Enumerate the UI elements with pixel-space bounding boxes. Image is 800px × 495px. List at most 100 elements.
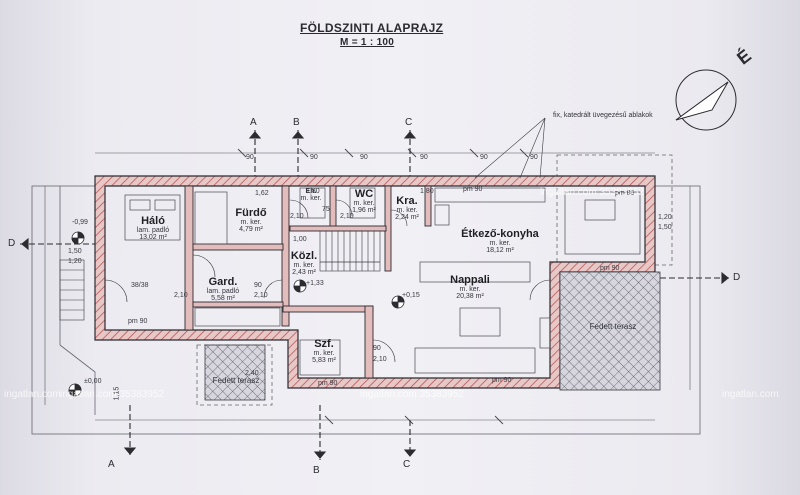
dim-label: 1,50 xyxy=(658,224,672,231)
door-swings xyxy=(104,199,551,363)
watermark: ingatlan.com xyxy=(722,389,779,400)
room-area: 13,02 m² xyxy=(139,234,167,241)
furniture xyxy=(124,187,641,376)
room-area: 1,96 m² xyxy=(352,207,376,214)
dim-label: 1,20 xyxy=(68,258,82,265)
dim-label: 2,10 xyxy=(290,213,304,220)
dimension-ticks xyxy=(237,148,529,425)
section-marker-d: D xyxy=(8,238,16,249)
dim-label: +1,33 xyxy=(306,280,324,287)
room-kozlekedo: Közl. m. ker. 2,43 m² xyxy=(285,250,323,276)
room-name: Nappali xyxy=(450,274,490,286)
room-fedett-terasz-right: Fedett terasz xyxy=(588,322,638,331)
watermark: ingatlan.com 35383952 xyxy=(60,389,164,400)
interior-walls xyxy=(184,185,432,379)
room-name: Szf. xyxy=(314,338,334,350)
room-gardrob: Gard. lam. padló 5,58 m² xyxy=(198,276,248,302)
dim-label: pm 90 xyxy=(463,186,483,193)
room-name: WC xyxy=(354,188,374,200)
room-floor: m. ker. xyxy=(353,200,375,207)
dim-label: 38/38 xyxy=(131,282,149,289)
dim-label: 90 xyxy=(246,154,254,161)
north-arrow xyxy=(675,69,737,131)
dim-label: pm 90 xyxy=(128,318,148,325)
room-nappali: Nappali m. ker. 20,38 m² xyxy=(430,274,510,300)
room-area: 2,43 m² xyxy=(292,269,316,276)
room-floor: m. ker. xyxy=(459,286,481,293)
room-area: 5,58 m² xyxy=(211,295,235,302)
room-name: Kra. xyxy=(396,195,418,207)
plan-title: FÖLDSZINTI ALAPRAJZ xyxy=(300,21,444,35)
dim-label: 1,62 xyxy=(255,190,269,197)
dim-label: 1,50 xyxy=(68,248,82,255)
room-halo: Háló lam. padló 13,02 m² xyxy=(118,215,188,241)
dimension-lines xyxy=(44,152,691,421)
room-szelfogo: Szf. m. ker. 5,83 m² xyxy=(302,338,346,364)
room-kamra: Kra. m. ker. 2,24 m² xyxy=(390,195,424,221)
watermark: ingatlan.com 35383952 xyxy=(540,187,644,198)
staircase xyxy=(319,230,381,272)
room-floor: m. ker. xyxy=(300,195,322,202)
watermark: ingatlan.com xyxy=(4,389,61,400)
dim-label: 90 xyxy=(310,154,318,161)
dim-label: 1,80 xyxy=(306,188,320,195)
dim-label: 2,40 xyxy=(245,370,259,377)
room-name: Étkező-konyha xyxy=(461,228,539,240)
room-floor: lam. padló xyxy=(136,227,170,234)
room-name: Gard. xyxy=(208,276,238,288)
level-markers xyxy=(68,231,405,397)
dim-label: pm 80 xyxy=(615,190,635,197)
room-etkezo-konyha: Étkező-konyha m. ker. 18,12 m² xyxy=(445,228,555,254)
dim-label: 2,10 xyxy=(254,292,268,299)
dim-label: 1,20 xyxy=(658,214,672,221)
room-fedett-terasz-left: Fedett terasz xyxy=(208,376,264,385)
room-floor: m. ker. xyxy=(240,219,262,226)
room-eh: Eh. m. ker. xyxy=(294,188,328,202)
dim-label: 90 xyxy=(420,154,428,161)
plan-scale: M = 1 : 100 xyxy=(340,37,395,48)
room-area: 2,24 m² xyxy=(395,214,419,221)
section-marker-a: A xyxy=(250,117,257,128)
dim-label: 1,00 xyxy=(293,236,307,243)
dim-label: 90 xyxy=(480,154,488,161)
room-name: Közl. xyxy=(290,250,318,262)
room-name: Eh. xyxy=(305,188,317,195)
exterior-walls xyxy=(94,175,656,389)
dim-label: +0,15 xyxy=(402,292,420,299)
section-marker-c: C xyxy=(405,117,413,128)
watermark: ingatlan.com 35383952 xyxy=(360,389,464,400)
section-marker-b: B xyxy=(293,117,300,128)
room-wc: WC m. ker. 1,96 m² xyxy=(344,188,384,214)
dim-label: 1,80 xyxy=(420,188,434,195)
section-marker-c: C xyxy=(403,459,411,470)
room-floor: lam. padló xyxy=(206,288,240,295)
room-name: Fürdő xyxy=(235,207,267,219)
dim-label: 2,10 xyxy=(373,356,387,363)
section-marker-d: D xyxy=(733,272,741,283)
dim-label: pm 90 xyxy=(600,265,620,272)
dim-label: 90 xyxy=(373,345,381,352)
covered-terrace-right xyxy=(559,271,661,391)
room-area: 4,79 m² xyxy=(239,226,263,233)
covered-terrace-left xyxy=(204,344,266,401)
dim-label: pm 90 xyxy=(492,377,512,384)
dim-label: pm 90 xyxy=(318,380,338,387)
section-lines xyxy=(20,130,730,460)
note-leaders xyxy=(474,117,546,179)
dim-label: 90 xyxy=(360,154,368,161)
entry-stair xyxy=(59,259,85,321)
dim-label: 90 xyxy=(254,282,262,289)
room-floor: m. ker. xyxy=(489,240,511,247)
room-name: Fedett terasz xyxy=(589,322,637,331)
room-name: Háló xyxy=(141,215,165,227)
room-area: 18,12 m² xyxy=(486,247,514,254)
room-name: Fedett terasz xyxy=(212,376,260,385)
glazing-note: fix, katedrált üvegezésű ablakok xyxy=(553,112,653,119)
section-marker-b: B xyxy=(313,465,320,476)
room-area: 20,38 m² xyxy=(456,293,484,300)
dim-label: ±0,00 xyxy=(84,378,102,385)
dim-label: 75 xyxy=(322,206,330,213)
room-furdo: Fürdő m. ker. 4,79 m² xyxy=(228,207,274,233)
